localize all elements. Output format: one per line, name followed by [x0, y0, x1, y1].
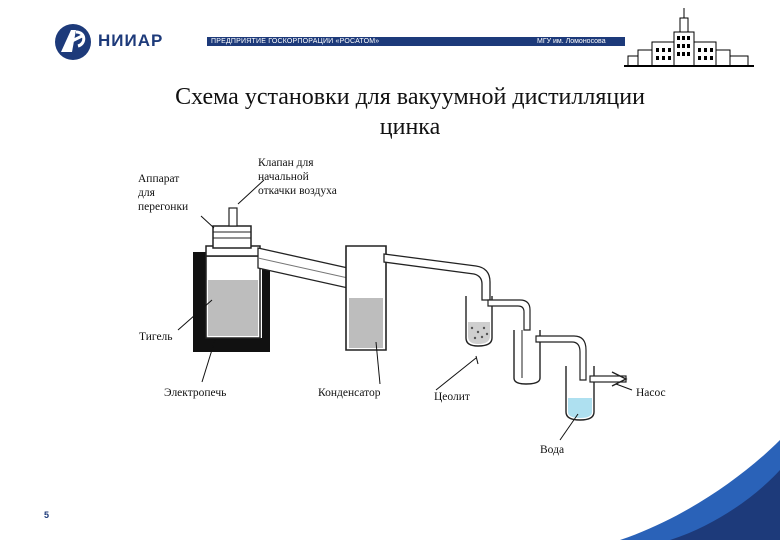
title-line-2: цинка: [379, 114, 441, 140]
water-trap: [565, 366, 595, 421]
link-tube-1: [487, 299, 531, 331]
label-water: Вода: [540, 444, 565, 456]
label-valve: Клапан для начальной откачки воздуха: [258, 157, 337, 197]
crucible-liquid: [208, 280, 258, 336]
label-condenser: Конденсатор: [318, 387, 381, 399]
niiar-logo-icon: [55, 24, 91, 60]
label-zeolite: Цеолит: [434, 391, 470, 403]
logo-text: НИИАР: [98, 31, 164, 50]
page-number: 5: [44, 510, 50, 520]
water: [568, 398, 592, 418]
second-trap: [513, 330, 541, 385]
pump-arrow: [611, 371, 628, 387]
condenser-liquid: [349, 298, 383, 348]
banner-right-text: МГУ им. Ломоносова: [537, 38, 606, 45]
label-furnace: Электропечь: [164, 387, 227, 399]
link-tube-2: [535, 335, 587, 381]
corner-swoosh-icon: [620, 440, 780, 540]
slide-title: Схема установки для вакуумной дистилляци…: [60, 82, 760, 142]
label-crucible: Тигель: [139, 331, 173, 343]
condenser-outlet-tube: [383, 253, 491, 301]
valve-stem: [228, 207, 238, 227]
msu-building-icon: [624, 8, 754, 67]
apparatus-cap: [212, 225, 252, 249]
zeolite-trap: [465, 296, 493, 347]
header-banner: [207, 37, 625, 46]
title-line-1: Схема установки для вакуумной дистилляци…: [175, 84, 645, 110]
label-apparatus: Аппарат для перегонки: [138, 173, 189, 213]
label-pump: Насос: [636, 387, 666, 399]
banner-left-text: ПРЕДПРИЯТИЕ ГОСКОРПОРАЦИИ «РОСАТОМ»: [211, 38, 380, 45]
